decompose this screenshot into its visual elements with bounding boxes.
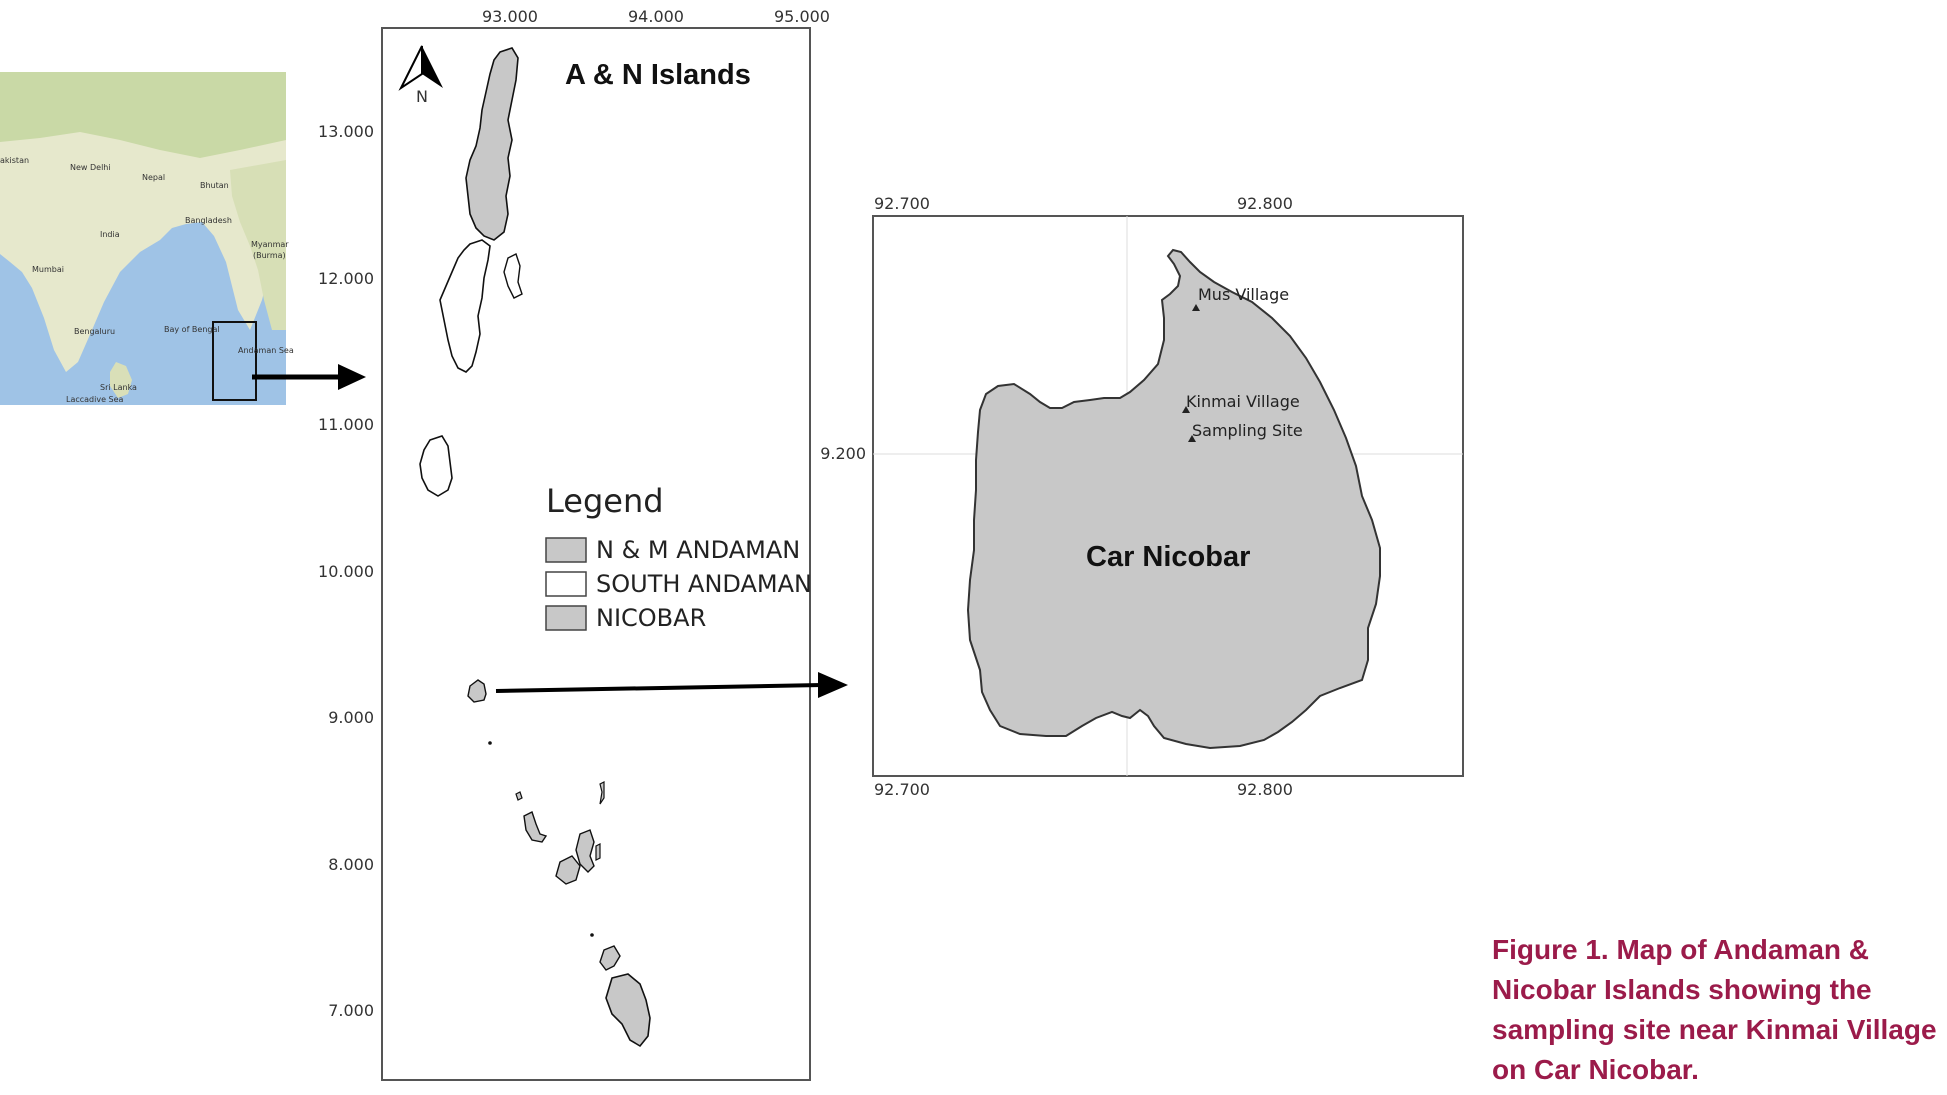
main-x-tick-1: 94.000 [628,7,684,26]
main-y-tick-4: 9.000 [328,708,374,727]
island-trinket [595,843,601,861]
inset-land-myanmar [230,160,286,330]
legend-title: Legend [546,482,664,520]
legend-label-south-andaman: SOUTH ANDAMAN [596,570,812,598]
inset-label-burma: (Burma) [253,251,286,260]
inset-label-bengaluru: Bengaluru [74,327,115,336]
main-y-tick-1: 12.000 [318,269,374,288]
india-inset-map: akistan New Delhi Nepal Bhutan Banglades… [0,72,294,405]
inset-focus-box [212,321,257,401]
place-mus-village: Mus Village [1192,285,1289,311]
island-batti-malv [488,741,492,745]
inset-label-andaman-sea: Andaman Sea [238,346,294,355]
legend: Legend N & M ANDAMAN SOUTH ANDAMAN NICOB… [545,482,812,632]
place-marker-icon [1188,435,1196,442]
island-teressa [523,811,548,843]
island-little-andaman [419,435,453,497]
legend-swatch-nicobar [545,605,587,631]
island-camorta-nancowry [575,829,595,873]
place-marker-icon [1192,304,1200,311]
main-map-title: A & N Islands [565,59,751,91]
island-great-nicobar [605,973,651,1048]
inset-land-north-green [0,72,286,158]
inset-label-laccadive-sea: Laccadive Sea [66,395,124,404]
detail-map-title: Car Nicobar [1086,541,1250,573]
island-car-nicobar-small [467,679,487,703]
inset-land-sri-lanka [110,362,132,398]
island-tillanchong [599,781,605,805]
inset-label-bhutan: Bhutan [200,181,229,190]
caption-line-3: sampling site near Kinmai Village [1492,1014,1937,1045]
inset-label-bay-of-bengal: Bay of Bengal [164,325,220,334]
legend-swatch-south-andaman [545,571,587,597]
inset-label-pakistan: akistan [0,156,29,165]
figure-caption: Figure 1. Map of Andaman & Nicobar Islan… [1492,930,1947,1090]
place-label-kinmai-village: Kinmai Village [1186,392,1300,411]
detail-x-tick-top-0: 92.700 [874,194,930,213]
inset-label-bangladesh: Bangladesh [185,216,232,225]
island-chowra [515,791,523,801]
main-x-tick-2: 95.000 [774,7,830,26]
car-nicobar-island [966,248,1381,750]
legend-label-nicobar: NICOBAR [596,604,706,632]
place-marker-icon [1182,406,1190,413]
arrow-inset-to-main [252,364,366,390]
inset-label-mumbai: Mumbai [32,265,64,274]
caption-line-4: on Car Nicobar. [1492,1054,1699,1085]
north-label: N [416,87,428,106]
island-little-nicobar [599,945,621,971]
place-sampling-site: Sampling Site [1188,421,1303,442]
main-y-tick-6: 7.000 [328,1001,374,1020]
island-ritchie-archipelago [503,253,523,299]
inset-label-myanmar: Myanmar [251,240,289,249]
north-arrow-icon: N [398,45,443,106]
detail-x-tick-bottom-1: 92.800 [1237,780,1293,799]
place-kinmai-village: Kinmai Village [1182,392,1300,413]
main-y-tick-0: 13.000 [318,122,374,141]
main-x-tick-0: 93.000 [482,7,538,26]
legend-label-n-m-andaman: N & M ANDAMAN [596,536,800,564]
caption-line-2: Nicobar Islands showing the [1492,974,1872,1005]
inset-label-nepal: Nepal [142,173,165,182]
island-south-andaman [439,239,491,373]
island-pulo-milo [590,933,594,937]
place-label-sampling-site: Sampling Site [1192,421,1303,440]
inset-label-sri-lanka: Sri Lanka [100,383,137,392]
inset-label-new-delhi: New Delhi [70,163,111,172]
place-label-mus-village: Mus Village [1198,285,1289,304]
main-y-tick-5: 8.000 [328,855,374,874]
island-north-middle-andaman [465,47,519,241]
main-map-frame [381,27,811,1081]
main-y-tick-2: 11.000 [318,415,374,434]
main-map: 93.000 94.000 95.000 13.000 12.000 11.00… [318,7,830,1081]
detail-x-tick-top-1: 92.800 [1237,194,1293,213]
inset-label-india: India [100,230,120,239]
detail-y-tick-0: 9.200 [820,444,866,463]
caption-line-1: Figure 1. Map of Andaman & [1492,934,1869,965]
detail-map: 92.700 92.800 92.700 92.800 9.200 Mus Vi… [820,194,1464,799]
legend-swatch-n-m-andaman [545,537,587,563]
main-y-tick-3: 10.000 [318,562,374,581]
arrow-main-to-detail [495,672,848,698]
island-katchal [555,855,581,885]
detail-x-tick-bottom-0: 92.700 [874,780,930,799]
